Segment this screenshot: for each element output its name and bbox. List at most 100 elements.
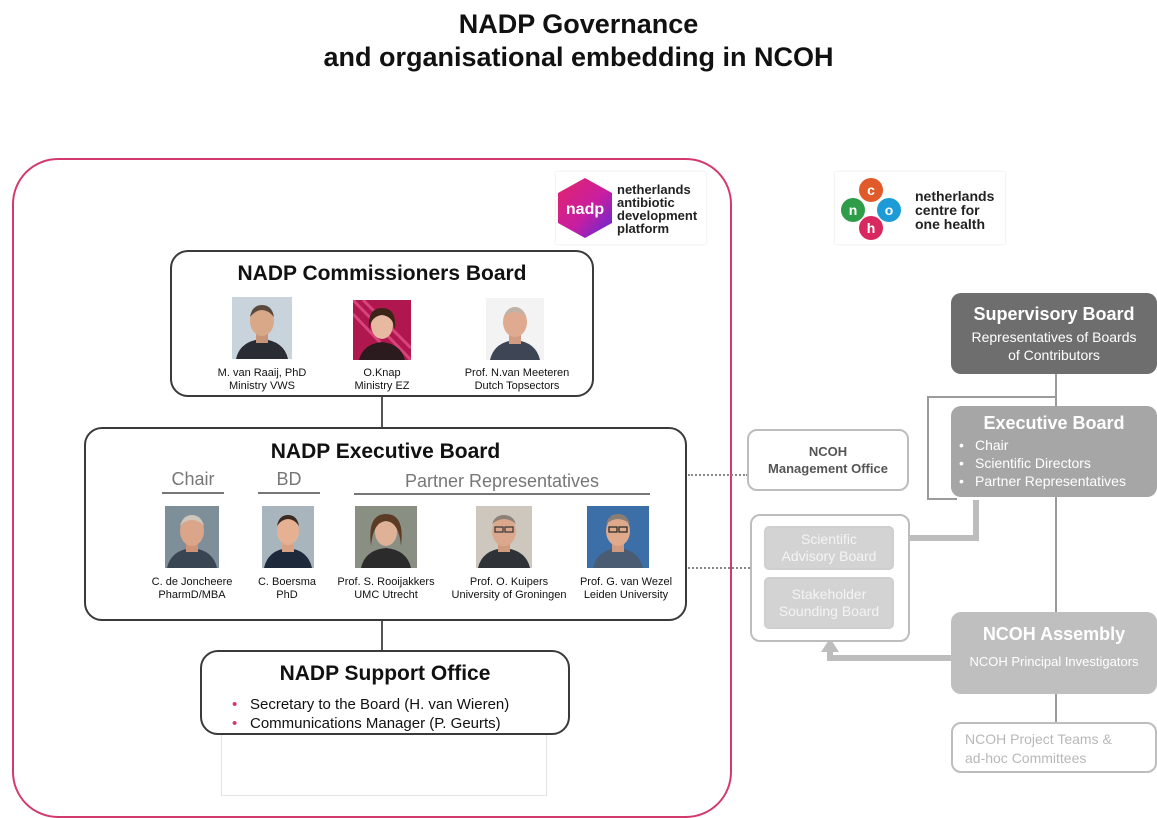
- executive-member-2: C. Boersma PhD: [242, 576, 332, 602]
- ncoh-executive-board-list: Chair Scientific Directors Partner Repre…: [953, 436, 1157, 490]
- ncoh-advisory-panel: Scientific Advisory Board Stakeholder So…: [750, 514, 910, 642]
- executive-member-1-affiliation: PharmD/MBA: [158, 589, 226, 601]
- support-office-item-1: Secretary to the Board (H. van Wieren): [228, 695, 509, 714]
- executive-member-5: Prof. G. van Wezel Leiden University: [572, 576, 680, 602]
- executive-member-4-name: Prof. O. Kuipers: [469, 576, 549, 588]
- executive-board: NADP Executive Board Chair BD Partner Re…: [84, 427, 687, 621]
- ncoh-executive-board-title: Executive Board: [983, 413, 1125, 433]
- ncoh-letter-c: c: [867, 182, 875, 198]
- commissioner-1-name: M. van Raaij, PhD: [217, 367, 307, 379]
- supervisory-board-line-2: of Contributors: [1008, 347, 1100, 363]
- project-teams-line-1: NCOH Project Teams &: [965, 731, 1112, 747]
- executive-member-4-affiliation: University of Groningen: [451, 589, 567, 601]
- stakeholder-sounding-line-1: Stakeholder: [791, 586, 867, 602]
- connector-executive-support: [381, 620, 383, 651]
- commissioner-3: Prof. N.van Meeteren Dutch Topsectors: [442, 367, 592, 393]
- ncoh-assembly: NCOH Assembly NCOH Principal Investigato…: [951, 612, 1157, 694]
- nadp-logo-line-3: development: [617, 208, 698, 223]
- ncoh-letter-n: n: [849, 202, 858, 218]
- ncoh-logo-line-1: netherlands: [915, 188, 995, 204]
- executive-member-1-name: C. de Joncheere: [151, 576, 233, 588]
- scientific-advisory-board: Scientific Advisory Board: [764, 526, 894, 570]
- ncoh-executive-item-3: Partner Representatives: [953, 472, 1157, 490]
- ncoh-loop-bottom: [927, 498, 957, 500]
- stakeholder-sounding-board: Stakeholder Sounding Board: [764, 577, 894, 629]
- photo-de-joncheere: [165, 506, 219, 568]
- support-office-item-2: Communications Manager (P. Geurts): [228, 714, 509, 733]
- commissioner-1: M. van Raaij, PhD Ministry VWS: [192, 367, 332, 393]
- scientific-advisory-line-2: Advisory Board: [781, 548, 877, 564]
- photo-rooijakkers: [355, 506, 417, 568]
- title-line-1: NADP Governance: [458, 9, 699, 39]
- support-office-title: NADP Support Office: [279, 662, 491, 685]
- ncoh-logo-text: netherlands centre for one health: [915, 189, 994, 231]
- ncoh-letter-h: h: [867, 220, 876, 236]
- executive-member-5-name: Prof. G. van Wezel: [579, 576, 673, 588]
- photo-van-raaij: [232, 297, 292, 359]
- header-partners-line: [354, 493, 650, 495]
- executive-member-2-name: C. Boersma: [257, 576, 317, 588]
- nadp-hexagon-label: nadp: [566, 201, 604, 218]
- ncoh-loop-top: [927, 396, 1057, 398]
- ncoh-logo-line-3: one health: [915, 216, 986, 232]
- support-office-list: Secretary to the Board (H. van Wieren) C…: [228, 695, 509, 733]
- nadp-logo-line-2: antibiotic: [617, 195, 675, 210]
- management-office-line-2: Management Office: [768, 461, 888, 476]
- scientific-advisory-line-1: Scientific: [800, 531, 858, 547]
- nadp-logo-line-1: netherlands: [617, 182, 691, 197]
- executive-member-3: Prof. S. Rooijakkers UMC Utrecht: [328, 576, 444, 602]
- ncoh-logo: n c o h netherlands centre for one healt…: [835, 172, 1005, 244]
- connector-commissioners-executive: [381, 396, 383, 428]
- header-chair-line: [162, 492, 224, 494]
- executive-board-title: NADP Executive Board: [270, 440, 501, 463]
- title-line-2: and organisational embedding in NCOH: [323, 42, 834, 72]
- executive-member-1: C. de Joncheere PharmD/MBA: [132, 576, 252, 602]
- commissioner-3-affiliation: Dutch Topsectors: [474, 380, 560, 392]
- commissioner-1-affiliation: Ministry VWS: [229, 380, 295, 392]
- ncoh-letter-o: o: [885, 202, 894, 218]
- executive-member-2-affiliation: PhD: [276, 589, 298, 601]
- ncoh-executive-item-1: Chair: [953, 436, 1157, 454]
- supervisory-board-line-1: Representatives of Boards: [971, 329, 1137, 345]
- commissioner-2: O.Knap Ministry EZ: [322, 367, 442, 393]
- stakeholder-sounding-line-2: Sounding Board: [778, 603, 880, 619]
- commissioners-board-title: NADP Commissioners Board: [237, 262, 527, 285]
- commissioner-2-name: O.Knap: [363, 367, 401, 379]
- commissioner-2-affiliation: Ministry EZ: [354, 380, 410, 392]
- ncoh-executive-board: Executive Board Chair Scientific Directo…: [951, 406, 1157, 497]
- photo-boersma: [262, 506, 314, 568]
- dotted-link-management: [688, 474, 748, 476]
- dotted-link-advisory: [688, 567, 750, 569]
- ncoh-loop-left: [927, 396, 929, 500]
- support-office: NADP Support Office Secretary to the Boa…: [200, 650, 570, 735]
- ncoh-management-office: NCOH Management Office: [747, 429, 909, 491]
- executive-member-5-affiliation: Leiden University: [583, 589, 669, 601]
- nadp-logo: nadp netherlands antibiotic development …: [556, 172, 706, 244]
- page-title: NADP Governance and organisational embed…: [0, 8, 1157, 74]
- ncoh-supervisory-board: Supervisory Board Representatives of Boa…: [951, 293, 1157, 374]
- ncoh-assembly-subtitle: NCOH Principal Investigators: [969, 654, 1139, 669]
- nadp-logo-text: netherlands antibiotic development platf…: [617, 183, 697, 235]
- nadp-hexagon-icon: nadp: [558, 178, 612, 238]
- header-chair: Chair: [171, 469, 215, 489]
- executive-member-3-name: Prof. S. Rooijakkers: [337, 576, 435, 588]
- ncoh-project-teams: NCOH Project Teams & ad-hoc Committees: [951, 722, 1157, 773]
- management-office-line-1: NCOH: [808, 444, 848, 459]
- executive-member-4: Prof. O. Kuipers University of Groningen: [444, 576, 574, 602]
- header-bd-line: [258, 492, 320, 494]
- ncoh-trunk-line: [1055, 372, 1057, 726]
- ncoh-executive-item-2: Scientific Directors: [953, 454, 1157, 472]
- commissioner-3-name: Prof. N.van Meeteren: [464, 367, 570, 379]
- commissioners-board: NADP Commissioners Board M. van Raaij, P…: [170, 250, 594, 397]
- ncoh-assembly-title: NCOH Assembly: [982, 624, 1126, 644]
- header-partners: Partner Representatives: [404, 471, 600, 491]
- project-teams-line-2: ad-hoc Committees: [965, 750, 1087, 766]
- header-bd: BD: [276, 469, 302, 489]
- supervisory-board-title: Supervisory Board: [973, 304, 1135, 324]
- arrow-to-sounding-icon: [821, 638, 952, 661]
- photo-van-wezel: [587, 506, 649, 568]
- nadp-logo-line-4: platform: [617, 221, 669, 236]
- photo-knap: [353, 300, 411, 360]
- photo-van-meeteren: [486, 298, 544, 360]
- ncoh-circles-icon: n c o h: [841, 178, 901, 240]
